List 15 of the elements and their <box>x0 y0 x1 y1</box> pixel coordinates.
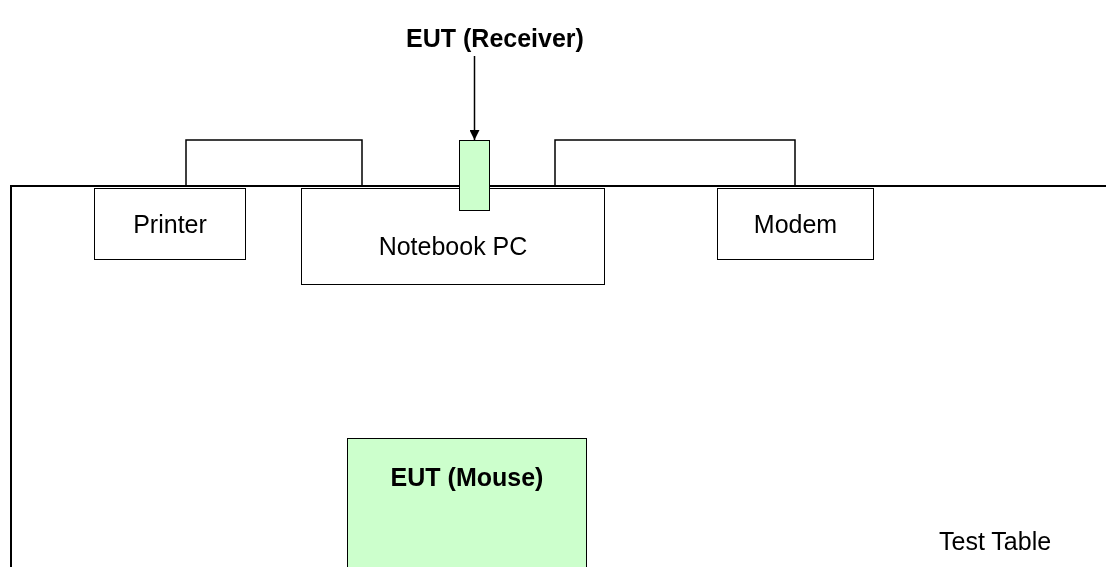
device-label: Modem <box>753 209 838 239</box>
device-box <box>301 188 605 285</box>
device-label: EUT (Receiver) <box>406 23 584 53</box>
device-label: EUT (Mouse) <box>390 463 544 492</box>
device-label: Printer <box>133 209 207 239</box>
table-label: Test Table <box>939 527 1052 556</box>
device-box <box>94 188 246 260</box>
cable-line <box>185 139 363 187</box>
arrow <box>469 55 480 141</box>
cable-line <box>554 139 796 187</box>
receiver-box <box>459 140 490 211</box>
device-box <box>347 438 587 567</box>
test-table-outline <box>10 185 1106 567</box>
device-label: Notebook PC <box>378 232 528 261</box>
device-box <box>717 188 874 260</box>
